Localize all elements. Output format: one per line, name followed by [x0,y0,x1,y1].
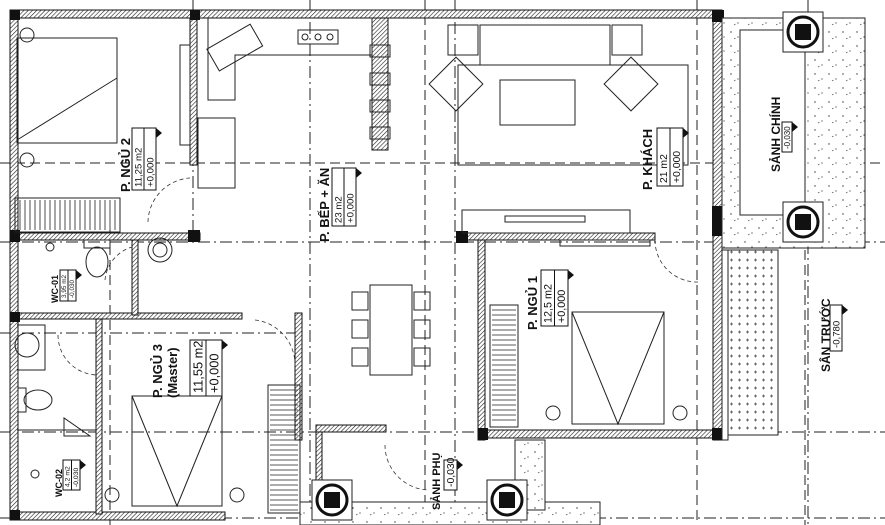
room-level: -0,030 [73,468,80,487]
level-marker-icon [76,270,82,280]
room-label-living: P. KHÁCH 21 m2+0,000 [640,127,689,190]
room-label-side-hall: SẢNH PHỤ-0,030 [430,452,463,510]
room-level: -0,780 [831,321,842,348]
level-marker-icon [568,270,574,280]
level-marker-icon [356,168,362,178]
room-label-bedroom3: P. NGỦ 3(Master) 11,55 m2+0,000 [150,339,228,398]
dining-table-icon [351,284,431,376]
room-area: 23 m2 [333,196,344,223]
room-area: 12,5 m2 [543,284,555,323]
level-marker-icon [457,460,463,470]
column-icon [311,11,824,521]
room-area: 3,95 m2 [61,274,68,298]
wardrobes [14,197,519,514]
room-name: P. KHÁCH [640,129,655,190]
room-level: -0,030 [446,457,457,487]
room-name: P. NGỦ 2 [118,138,133,192]
level-marker-icon [792,122,798,132]
room-name: P. BẾP + ĂN [317,168,332,242]
room-area: 11,25 m2 [133,148,144,187]
room-level: +0,000 [672,151,683,183]
room-level: -0,030 [783,126,792,149]
room-name: SẢNH PHỤ [430,452,443,510]
room-subname: (Master) [165,347,180,398]
sofa-icon [428,24,689,247]
room-area: 21 m2 [659,154,670,183]
room-level: +0,000 [556,290,568,323]
room-name: SÂN TRƯỚC [818,298,833,372]
room-name: P. NGỦ 3 [150,344,165,398]
room-name: SẢNH CHÍNH [768,97,783,172]
room-level: +0,000 [345,193,356,223]
room-level: -0,030 [69,279,76,298]
level-marker-icon [683,128,689,138]
shower-door-icon [63,417,92,437]
room-level: +0,000 [145,157,156,187]
room-label-front-yard: SÂN TRƯỚC-0,780 [818,298,848,372]
level-marker-icon [842,305,848,315]
room-name: P. NGỦ 1 [525,276,540,330]
kitchen-counter [179,18,391,189]
bed-icon [16,27,688,508]
room-area: 4,2 m2 [65,466,72,487]
level-marker-icon [80,460,86,470]
doors [57,39,761,491]
sanitary-fixtures [14,237,173,479]
room-area: 11,55 m2 [190,341,205,393]
room-label-main-hall: SẢNH CHÍNH-0,030 [768,97,798,172]
room-name: WC-02 [54,469,64,497]
level-marker-icon [222,340,228,350]
level-marker-icon [156,128,162,138]
room-level: +0,000 [206,354,221,394]
room-name: WC-01 [50,275,60,303]
walls [9,9,724,521]
